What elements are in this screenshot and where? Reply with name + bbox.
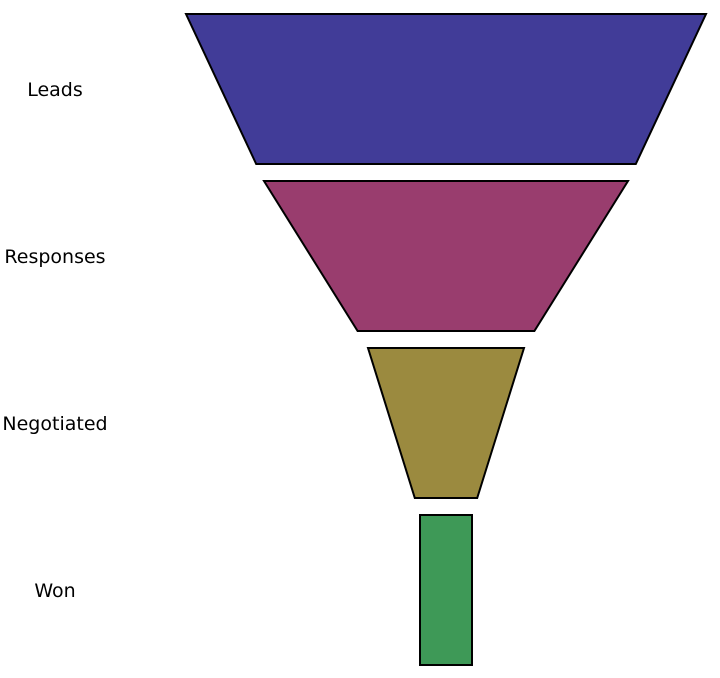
stage-negotiated: Negotiated (2, 347, 526, 499)
stage-won: Won (34, 514, 473, 666)
stage-negotiated-shape (366, 347, 526, 499)
stage-leads: Leads (27, 13, 708, 165)
stage-leads-shape (184, 13, 708, 165)
stage-leads-label: Leads (27, 79, 83, 101)
stage-won-shape (419, 514, 473, 666)
stage-responses-label: Responses (4, 246, 105, 268)
stage-negotiated-label: Negotiated (2, 413, 107, 435)
stage-won-label: Won (34, 580, 75, 602)
stage-responses-shape (262, 180, 630, 332)
stage-responses: Responses (4, 180, 630, 332)
